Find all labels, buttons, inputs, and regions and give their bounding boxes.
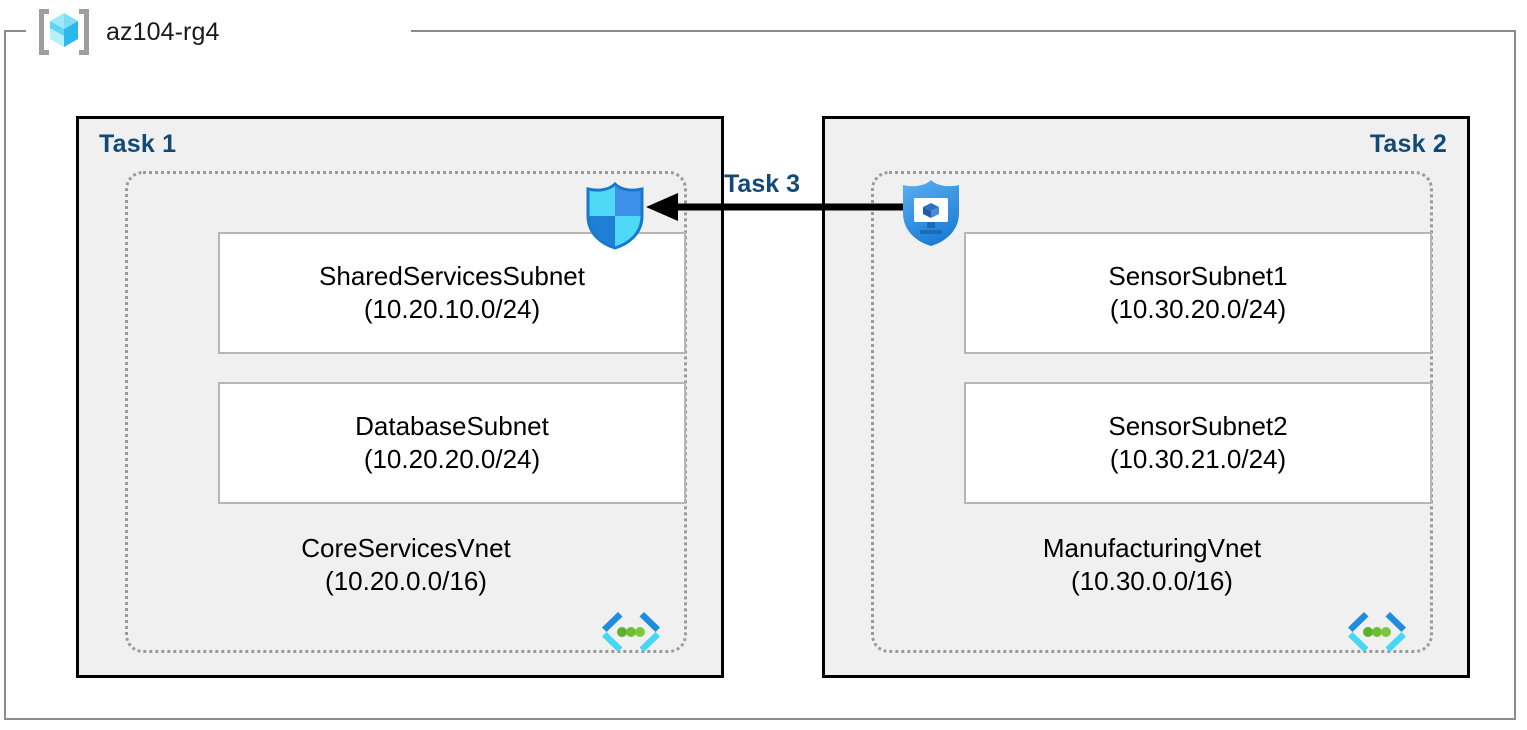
subnet-box-sharedservicessubnet: SharedServicesSubnet (10.20.10.0/24) (218, 232, 686, 354)
azure-bastion-shield-icon (903, 180, 959, 246)
vnet-caption-manufacturingvnet: ManufacturingVnet (10.30.0.0/16) (874, 532, 1430, 599)
subnet-name: SensorSubnet1 (1108, 260, 1288, 291)
resource-group-cube-icon (39, 9, 89, 55)
task-label-task3: Task 3 (724, 170, 800, 198)
peering-arrow (646, 193, 918, 221)
vnet-name: CoreServicesVnet (301, 533, 511, 563)
subnet-cidr: (10.20.10.0/24) (363, 294, 541, 324)
subnet-cidr: (10.20.20.0/24) (363, 444, 541, 474)
subnet-box-databasesubnet: DatabaseSubnet (10.20.20.0/24) (218, 382, 686, 504)
task-label-task1: Task 1 (99, 130, 177, 158)
virtual-network-icon (602, 612, 660, 652)
subnet-cidr: (10.30.21.0/24) (1109, 444, 1287, 474)
vnet-caption-coreservicesvnet: CoreServicesVnet (10.20.0.0/16) (128, 532, 684, 599)
vnet-name: ManufacturingVnet (1042, 533, 1262, 563)
virtual-network-icon (1348, 612, 1406, 652)
vnet-cidr: (10.20.0.0/16) (325, 566, 487, 597)
resource-group-name: az104-rg4 (106, 17, 220, 46)
vnet-box-manufacturingvnet: SensorSubnet1 (10.30.20.0/24) SensorSubn… (871, 171, 1433, 653)
vnet-cidr: (10.30.0.0/16) (1071, 566, 1233, 597)
subnet-name: SensorSubnet2 (1108, 410, 1288, 441)
subnet-cidr: (10.30.20.0/24) (1109, 294, 1287, 324)
resource-group-header: az104-rg4 (36, 4, 229, 60)
subnet-box-sensorsubnet2: SensorSubnet2 (10.30.21.0/24) (964, 382, 1432, 504)
azure-firewall-shield-icon (586, 182, 644, 250)
subnet-name: SharedServicesSubnet (319, 260, 585, 291)
resource-group-frame (4, 30, 1516, 720)
subnet-name: DatabaseSubnet (355, 410, 549, 441)
task-label-task2: Task 2 (1369, 130, 1447, 158)
subnet-box-sensorsubnet1: SensorSubnet1 (10.30.20.0/24) (964, 232, 1432, 354)
resource-group-frame-gap (26, 22, 411, 40)
